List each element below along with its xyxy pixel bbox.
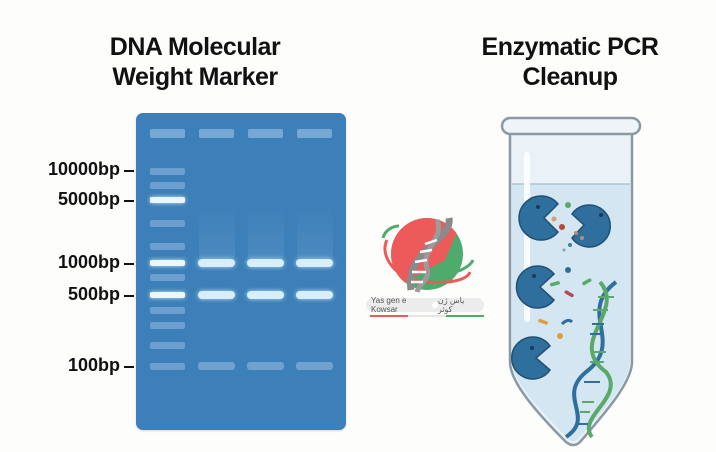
test-tube-illustration: [500, 116, 642, 447]
sample-band-100: [198, 362, 235, 370]
enzyme-icon: [511, 336, 552, 380]
lane-smear: [297, 203, 333, 258]
agarose-gel: [136, 113, 346, 430]
gel-well: [248, 129, 283, 138]
marker-band-5000: [150, 197, 185, 203]
sample-band-500: [198, 291, 235, 299]
ladder-label-1000: 1000bp: [57, 252, 120, 272]
sample-band-100: [247, 362, 284, 370]
dna-helix-icon: [564, 280, 618, 439]
marker-band: [150, 243, 185, 250]
marker-band: [150, 274, 185, 281]
gel-well: [150, 129, 185, 138]
lane-smear: [248, 203, 284, 258]
marker-band-100: [150, 363, 185, 370]
enzyme-icon: [515, 265, 556, 309]
cleanup-title-line1: Enzymatic PCR: [481, 33, 659, 61]
marker-band: [150, 182, 185, 189]
logo-bar-red: [370, 315, 408, 317]
gel-well: [199, 129, 234, 138]
marker-band: [150, 168, 185, 175]
marker-band-1000: [150, 260, 185, 266]
cleanup-title: Enzymatic PCR Cleanup: [450, 32, 690, 92]
logo-bar-green: [446, 315, 484, 317]
marker-band: [150, 342, 185, 349]
gel-well: [297, 129, 332, 138]
ladder-label-100: 100bp: [67, 355, 120, 375]
sample-band-1000: [198, 259, 235, 267]
sample-band-1000: [247, 259, 284, 267]
cleanup-title-line2: Cleanup: [522, 63, 618, 91]
enzyme-icon: [518, 195, 560, 241]
logo-caption-en: Yas gen e Kowsar: [371, 296, 407, 314]
sample-band-500: [296, 291, 333, 299]
sample-band-1000: [296, 259, 333, 267]
marker-band: [150, 220, 185, 227]
marker-band: [150, 322, 185, 329]
sample-band-100: [296, 362, 333, 370]
logo-bar-grey: [408, 315, 446, 317]
tube-rim: [500, 116, 642, 136]
ladder-tick: [124, 170, 134, 172]
logo-caption-fa: یاس ژن کوثر: [437, 296, 465, 314]
ladder-label-500: 500bp: [67, 284, 120, 304]
sample-band-500: [247, 291, 284, 299]
logo-caption-dot: [432, 302, 438, 308]
marker-title: DNA Molecular Weight Marker: [80, 32, 310, 92]
ladder-tick: [124, 366, 134, 368]
ladder-tick: [124, 263, 134, 265]
lane-smear: [199, 203, 235, 258]
yas-gen-kowsar-logo-icon: [381, 217, 475, 293]
marker-title-line1: DNA Molecular: [109, 33, 281, 61]
marker-title-line2: Weight Marker: [112, 63, 278, 91]
marker-band-500: [150, 292, 185, 298]
ladder-tick: [124, 200, 134, 202]
ladder-label-10000: 10000bp: [47, 159, 120, 179]
ladder-label-5000: 5000bp: [57, 189, 120, 209]
ladder-tick: [124, 295, 134, 297]
logo-caption: Yas gen e Kowsar یاس ژن کوثر: [366, 296, 484, 314]
marker-band: [150, 307, 185, 314]
